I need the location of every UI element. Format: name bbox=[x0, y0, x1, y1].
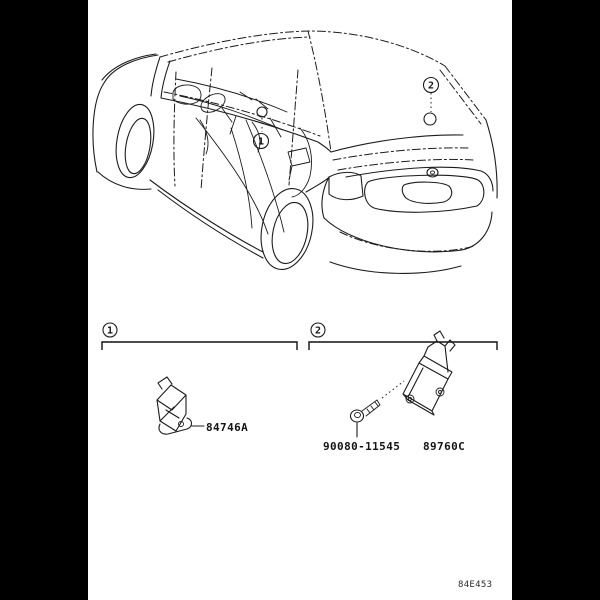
part-89760C-drawing bbox=[402, 330, 456, 416]
mounting-hole bbox=[178, 421, 184, 427]
part-group-1-callout-circle[interactable] bbox=[102, 322, 118, 338]
car-roof-glass-lines bbox=[159, 30, 487, 252]
car-license-recess bbox=[364, 174, 485, 213]
vehicle-illustration bbox=[92, 30, 498, 274]
part-84746A-drawing bbox=[156, 376, 193, 435]
car-tail-lamp bbox=[328, 171, 364, 201]
part-number-84746A[interactable]: 84746A bbox=[206, 421, 248, 434]
part-location-ring-1 bbox=[256, 106, 268, 118]
callout-1-number: 1 bbox=[258, 137, 264, 148]
part-group-2: 2 90080-11545 89760C bbox=[308, 322, 498, 453]
rear-wheel bbox=[271, 201, 309, 265]
car-emblem bbox=[426, 167, 439, 178]
car-side-mirror bbox=[172, 84, 202, 105]
front-wheel-arch bbox=[115, 103, 155, 179]
part-group-1: 1 84746A bbox=[101, 322, 298, 435]
part-number-90080-11545[interactable]: 90080-11545 bbox=[323, 440, 400, 453]
rear-wheel-arch bbox=[260, 188, 314, 270]
car-emblem-center bbox=[430, 170, 435, 175]
callout-2-circle[interactable] bbox=[422, 76, 440, 94]
callout-2-number: 2 bbox=[428, 81, 434, 92]
part-group-1-callout-number: 1 bbox=[107, 326, 113, 337]
part-group-2-callout-circle[interactable] bbox=[310, 322, 326, 338]
receiver-boss-hole bbox=[435, 387, 445, 397]
part-90080-11545-drawing bbox=[349, 399, 381, 423]
car-steering-wheel bbox=[200, 93, 226, 113]
screw-to-receiver-leader bbox=[381, 380, 405, 399]
part-group-2-callout-number: 2 bbox=[315, 326, 321, 337]
callout-2-marker[interactable]: 2 bbox=[422, 76, 440, 126]
front-wheel bbox=[124, 117, 152, 175]
receiver-boss-hole bbox=[405, 394, 415, 404]
figure-code: 84E453 bbox=[458, 580, 492, 590]
part-group-1-bracket bbox=[101, 341, 298, 350]
callout-1-marker[interactable]: 1 bbox=[252, 106, 270, 150]
diagram-sheet bbox=[88, 0, 512, 600]
part-location-ring-2 bbox=[423, 112, 437, 126]
part-number-89760C[interactable]: 89760C bbox=[423, 440, 465, 453]
part-group-2-bracket bbox=[308, 341, 498, 350]
car-body-outline bbox=[92, 53, 498, 274]
car-interior-sketch bbox=[175, 78, 312, 235]
callout-1-circle[interactable] bbox=[252, 132, 270, 150]
